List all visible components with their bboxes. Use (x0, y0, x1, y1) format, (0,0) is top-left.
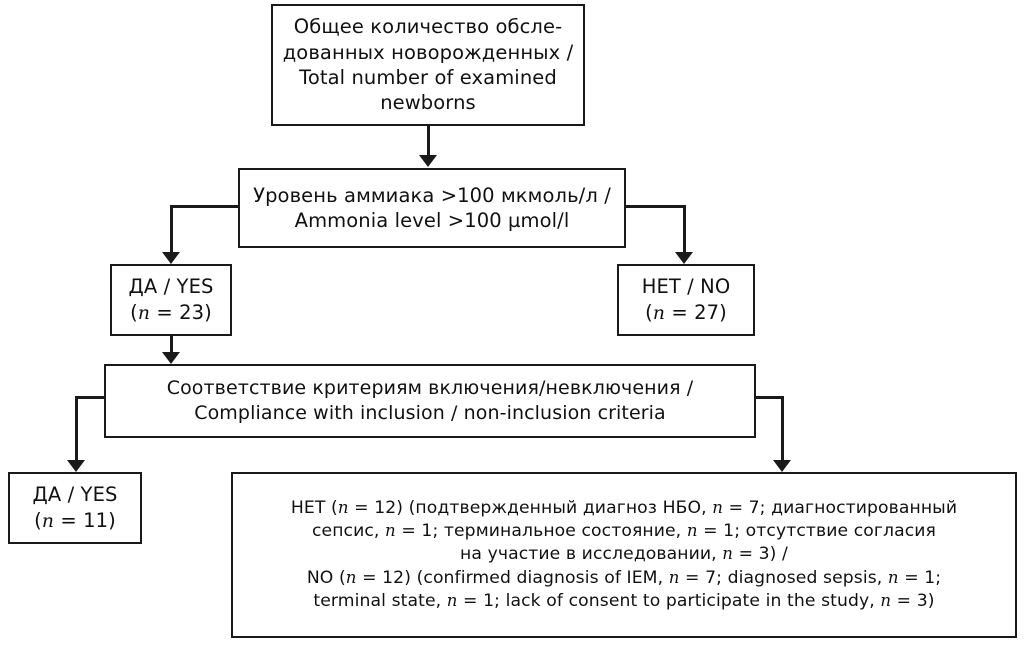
seg: NO ( (306, 567, 346, 588)
node-ammonia-no-text: НЕТ / NO (n = 27) (619, 274, 753, 326)
arrowhead-criteria-to-yes11 (67, 460, 85, 472)
node-ammonia-no[interactable]: НЕТ / NO (n = 27) (617, 264, 755, 336)
connector-criteria-to-yes11-vertical (75, 396, 78, 462)
connector-criteria-to-yes11-horizontal (75, 396, 106, 399)
arrowhead-ammonia-to-yes (162, 252, 180, 264)
n-symbol: n (686, 520, 698, 540)
paren-open: ( (130, 300, 138, 324)
arrowhead-total-to-ammonia (419, 155, 437, 167)
arrowhead-ammonia-to-no (675, 252, 693, 264)
n-symbol: n (722, 544, 734, 564)
seg: на участие в исследовании, (460, 544, 723, 565)
node-ammonia-text: Уровень аммиака >100 мкмоль/л / Ammonia … (240, 183, 624, 234)
ammonia-no-label: НЕТ / NO (641, 275, 731, 299)
criteria-yes-label: ДА / YES (32, 483, 118, 507)
seg: = 1; отсутствие согласия (697, 520, 936, 541)
node-excluded-text: НЕТ (n = 12) (подтвержденный диагноз НБО… (233, 497, 1015, 614)
seg: = 1; терминальное состояние, (395, 520, 687, 541)
connector-criteria-to-excluded-horizontal (754, 396, 784, 399)
paren-open: ( (34, 508, 42, 532)
paren-open: ( (645, 300, 653, 324)
node-criteria-text: Соответствие критериям включения/невключ… (106, 376, 754, 425)
arrowhead-criteria-to-excluded (773, 460, 791, 472)
connector-ammonia-to-yes-horizontal (170, 205, 240, 208)
node-criteria-yes[interactable]: ДА / YES (n = 11) (8, 472, 142, 544)
excluded-ru-line-3: на участие в исследовании, n = 3) / (460, 544, 788, 564)
count-value: 11 (83, 508, 109, 532)
n-symbol: n (446, 591, 458, 611)
excluded-en-line-1: NO (n = 12) (confirmed diagnosis of IEM,… (307, 568, 941, 588)
n-symbol: n (41, 510, 55, 532)
total-line-4: newborns (380, 91, 476, 115)
node-total-text: Общее количество обсле- дованных новорож… (273, 14, 583, 115)
seg: НЕТ ( (290, 497, 338, 518)
connector-criteria-to-excluded-vertical (781, 396, 784, 462)
equals: = (150, 300, 180, 324)
n-symbol: n (887, 567, 899, 587)
total-line-2: дованных новорожденных / (282, 40, 574, 64)
criteria-line-2: Compliance with inclusion / non-inclusio… (194, 402, 666, 424)
total-line-3: Total number of examined (299, 66, 557, 89)
node-ammonia-yes[interactable]: ДА / YES (n = 23) (110, 264, 232, 336)
n-symbol: n (880, 591, 892, 611)
ammonia-yes-count: (n = 23) (130, 301, 212, 324)
ammonia-line-2: Ammonia level >100 µmol/l (294, 209, 570, 232)
ammonia-line-1: Уровень аммиака >100 мкмоль/л / (253, 183, 611, 207)
seg: сепсис, (311, 520, 386, 541)
node-inclusion-criteria[interactable]: Соответствие критериям включения/невключ… (104, 364, 756, 438)
excluded-en-line-2: terminal state, n = 1; lack of consent t… (313, 591, 934, 611)
seg: = 3) (891, 591, 935, 612)
total-line-1: Общее количество обсле- (293, 15, 563, 39)
n-symbol: n (385, 520, 396, 540)
seg: = 7; диагностированный (723, 497, 958, 518)
criteria-yes-count: (n = 11) (34, 509, 116, 532)
n-symbol: n (652, 302, 666, 324)
criteria-line-1: Соответствие критериям включения/невключ… (166, 377, 694, 400)
node-ammonia-yes-text: ДА / YES (n = 23) (112, 274, 230, 326)
equals: = (54, 508, 84, 532)
n-symbol: n (337, 497, 349, 517)
n-symbol: n (345, 567, 357, 587)
n-symbol: n (137, 302, 151, 324)
connector-ammonia-to-yes-vertical (170, 205, 173, 254)
arrowhead-yes-to-criteria (162, 352, 180, 364)
equals: = (665, 300, 695, 324)
node-ammonia-level-criterion[interactable]: Уровень аммиака >100 мкмоль/л / Ammonia … (238, 168, 626, 248)
excluded-ru-line-1: НЕТ (n = 12) (подтвержденный диагноз НБО… (291, 498, 957, 518)
count-value: 27 (694, 300, 720, 324)
seg: = 1; (898, 567, 942, 588)
seg: terminal state, (313, 591, 447, 612)
seg: = 12) (подтвержденный диагноз НБО, (348, 497, 713, 518)
count-value: 23 (179, 300, 205, 324)
paren-close: ) (108, 508, 116, 532)
connector-yes-to-criteria (170, 336, 173, 355)
connector-total-to-ammonia (427, 126, 430, 157)
node-criteria-no-excluded[interactable]: НЕТ (n = 12) (подтвержденный диагноз НБО… (231, 472, 1017, 638)
paren-close: ) (204, 300, 212, 324)
seg: = 3) / (733, 544, 788, 565)
seg: = 12) (confirmed diagnosis of IEM, (356, 567, 669, 588)
seg: = 7; diagnosed sepsis, (679, 567, 888, 588)
seg: = 1; lack of consent to participate in t… (457, 591, 881, 612)
n-symbol: n (668, 567, 680, 587)
node-total-examined-newborns[interactable]: Общее количество обсле- дованных новорож… (271, 4, 585, 126)
ammonia-yes-label: ДА / YES (128, 275, 214, 299)
paren-close: ) (719, 300, 727, 324)
n-symbol: n (712, 497, 723, 517)
node-criteria-yes-text: ДА / YES (n = 11) (10, 482, 140, 534)
ammonia-no-count: (n = 27) (645, 301, 727, 324)
excluded-ru-line-2: сепсис, n = 1; терминальное состояние, n… (312, 521, 936, 541)
connector-ammonia-to-no-horizontal (624, 205, 686, 208)
connector-ammonia-to-no-vertical (683, 205, 686, 254)
